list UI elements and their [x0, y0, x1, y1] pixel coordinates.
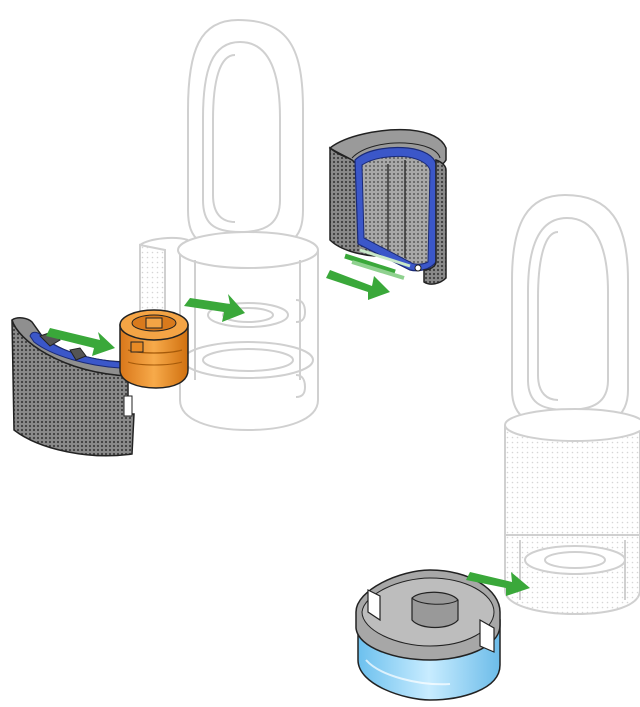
appliance-ghost-right — [505, 195, 640, 614]
hepa-carbon-filter — [330, 130, 446, 284]
arrow-orange-filter — [184, 294, 245, 322]
orange-cylinder-filter — [120, 310, 188, 388]
water-tank — [356, 570, 500, 700]
